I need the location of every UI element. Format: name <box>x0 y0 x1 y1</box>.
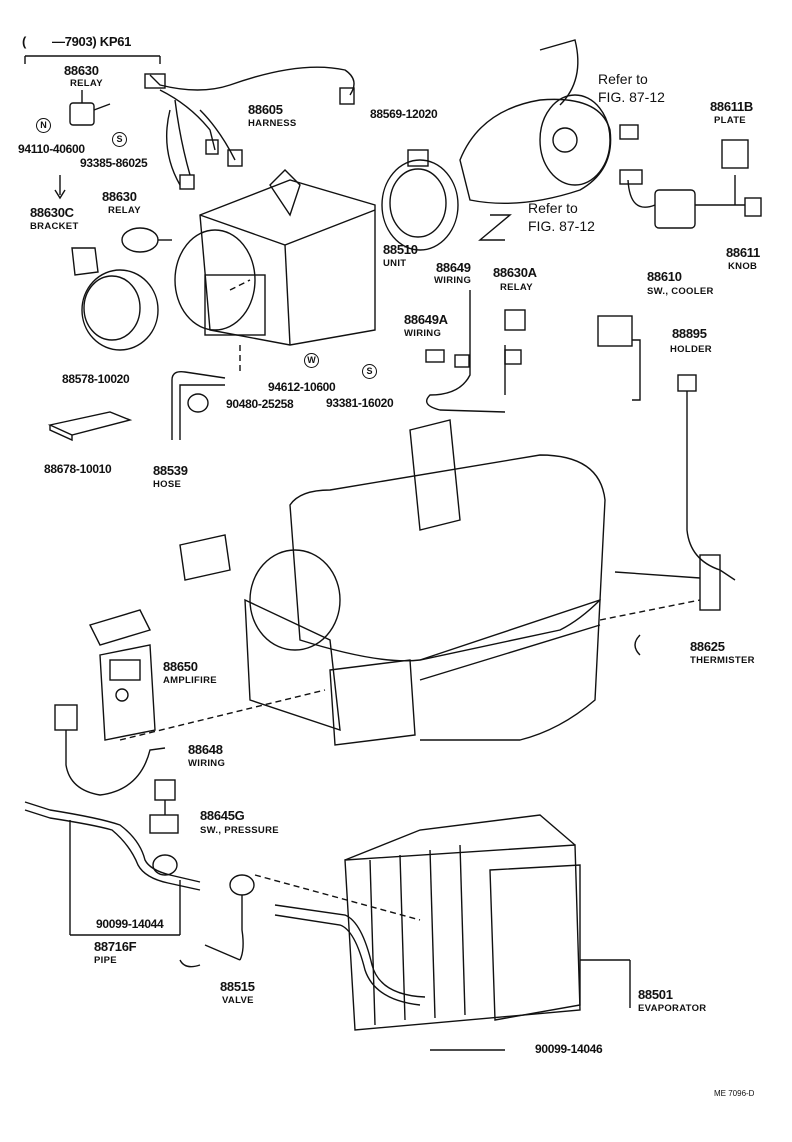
relay-88630-mid <box>121 227 172 253</box>
part-desc-pipe: PIPE <box>94 955 117 966</box>
part-number-88569: 88569-12020 <box>370 107 438 121</box>
model-range-label: —7903) KP61 <box>52 34 132 49</box>
dashed-leaders <box>119 279 701 921</box>
bracket-88630c <box>54 175 99 276</box>
plate-88611b <box>721 139 749 205</box>
wiring-88648 <box>149 779 179 834</box>
symbol-s-2: S <box>362 364 377 379</box>
drawing-code: ME 7096-D <box>714 1089 755 1098</box>
relay-88630-top <box>69 90 111 126</box>
part-number-93385: 93385-86025 <box>80 156 148 170</box>
symbol-s-1: S <box>112 132 127 147</box>
part-number-88650: 88650 <box>163 659 198 674</box>
part-number-88630-mid: 88630 <box>102 189 137 204</box>
part-number-94612: 94612-10600 <box>268 380 336 394</box>
part-desc-sw-pressure: SW., PRESSURE <box>200 825 279 836</box>
gasket <box>89 534 231 646</box>
part-number-88611b: 88611B <box>710 99 754 114</box>
part-desc-valve: VALVE <box>222 995 254 1006</box>
hose-88539 <box>171 370 226 440</box>
duct-ring-88578 <box>81 269 159 351</box>
part-number-90099-14044: 90099-14044 <box>96 917 164 931</box>
part-number-88716f: 88716F <box>94 939 137 954</box>
part-desc-relay-mid: RELAY <box>108 205 141 216</box>
part-desc-amplifire: AMPLIFIRE <box>163 675 217 686</box>
part-desc-unit: UNIT <box>383 258 407 269</box>
part-number-88605: 88605 <box>248 102 283 117</box>
part-desc-plate: PLATE <box>714 115 746 126</box>
part-number-90099-14046: 90099-14046 <box>535 1042 603 1056</box>
wiring-88649 <box>425 290 526 413</box>
part-number-88630-top: 88630 <box>64 63 99 78</box>
part-desc-holder: HOLDER <box>670 344 712 355</box>
part-desc-knob: KNOB <box>728 261 758 272</box>
part-desc-hose: HOSE <box>153 479 182 490</box>
cooler-case <box>244 419 606 746</box>
part-number-88578: 88578-10020 <box>62 372 130 386</box>
part-number-88539: 88539 <box>153 463 188 478</box>
evaporator-88501 <box>274 814 631 1051</box>
part-number-88610: 88610 <box>647 269 682 284</box>
part-number-88649: 88649 <box>436 260 471 275</box>
part-number-88649a: 88649A <box>404 312 448 327</box>
symbol-w: W <box>304 353 319 368</box>
part-number-93381: 93381-16020 <box>326 396 394 410</box>
switch-cooler-88610 <box>619 169 762 229</box>
part-number-88510: 88510 <box>383 242 418 257</box>
pipe-88716f <box>24 801 201 936</box>
symbol-n: N <box>36 118 51 133</box>
valve-88515 <box>179 874 255 968</box>
part-number-88515: 88515 <box>220 979 255 994</box>
relay-connector-ref <box>619 124 639 140</box>
part-desc-wiring-88649: WIRING <box>434 275 472 286</box>
reference-2-line-1: Refer to <box>528 200 578 216</box>
reference-1-line-1: Refer to <box>598 71 648 87</box>
part-desc-wiring-88649a: WIRING <box>404 328 442 339</box>
holder-88895 <box>597 315 641 401</box>
part-number-88501: 88501 <box>638 987 673 1002</box>
part-number-88678: 88678-10010 <box>44 462 112 476</box>
header-bracket <box>24 55 161 64</box>
model-range-open: ( <box>22 34 27 49</box>
amplifier-88650 <box>54 644 166 796</box>
part-desc-relay-top: RELAY <box>70 78 103 89</box>
duct-ring-88569 <box>381 149 459 251</box>
part-number-88625: 88625 <box>690 639 725 654</box>
part-desc-thermister: THERMISTER <box>690 655 755 666</box>
filter-88678 <box>47 411 133 442</box>
part-number-90480: 90480-25258 <box>226 397 294 411</box>
part-number-88645g: 88645G <box>200 808 245 823</box>
part-number-88648: 88648 <box>188 742 223 757</box>
part-desc-sw-cooler: SW., COOLER <box>647 286 714 297</box>
harness-88605 <box>144 66 355 190</box>
reference-2-line-2: FIG. 87-12 <box>528 218 595 234</box>
thermister-88625 <box>614 374 736 656</box>
part-number-94110: 94110-40600 <box>18 142 85 156</box>
part-desc-bracket: BRACKET <box>30 221 79 232</box>
blower-motor-ref <box>459 39 612 241</box>
blower-unit-88510 <box>174 169 376 346</box>
part-number-88630c: 88630C <box>30 205 74 220</box>
part-desc-evaporator: EVAPORATOR <box>638 1003 707 1014</box>
part-number-88895: 88895 <box>672 326 707 341</box>
part-number-88611: 88611 <box>726 245 760 260</box>
part-desc-relay-a: RELAY <box>500 282 533 293</box>
reference-1-line-2: FIG. 87-12 <box>598 89 665 105</box>
part-number-88630a: 88630A <box>493 265 537 280</box>
part-desc-harness: HARNESS <box>248 118 297 129</box>
part-desc-wiring-88648: WIRING <box>188 758 226 769</box>
